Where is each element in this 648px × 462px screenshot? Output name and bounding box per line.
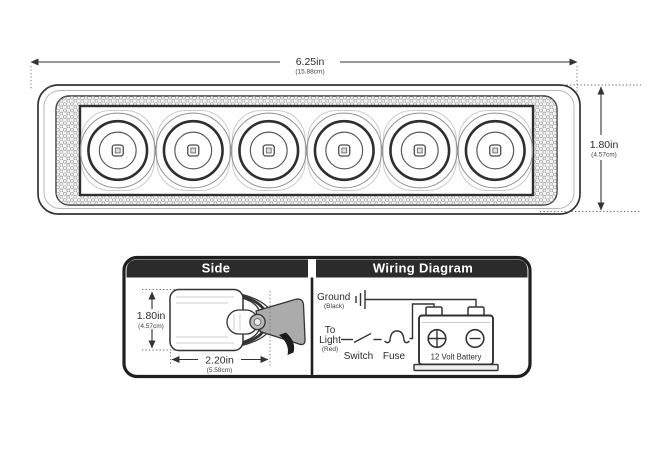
side-panel-title: Side xyxy=(202,261,231,276)
front-width-dimension: 6.25in (15.88cm) xyxy=(30,56,578,94)
ground-label: Ground xyxy=(317,292,350,303)
panel-header-bar xyxy=(126,259,528,278)
front-height-cm: (4.57cm) xyxy=(591,152,617,159)
side-height-in: 1.80in xyxy=(137,310,166,322)
battery-label: 12 Volt Battery xyxy=(431,353,482,362)
switch-icon xyxy=(353,332,372,344)
fuse-label: Fuse xyxy=(383,351,406,362)
wiring-diagram: Ground (Black) To Light (Red) Switch Fus… xyxy=(317,290,499,372)
ground-sub-label: (Black) xyxy=(324,303,344,310)
switch-label: Switch xyxy=(344,351,373,362)
side-view: 1.80in (4.57cm) xyxy=(137,288,306,374)
side-height-cm: (4.57cm) xyxy=(138,323,164,330)
front-height-in: 1.80in xyxy=(590,139,619,151)
front-width-cm: (15.88cm) xyxy=(295,69,324,76)
battery: 12 Volt Battery xyxy=(413,306,499,372)
side-lamp-body xyxy=(169,288,306,355)
to-light-sub-label: (Red) xyxy=(322,346,338,353)
front-view: 6.25in (15.88cm) 1.80in (4.57 xyxy=(30,56,641,215)
minus-terminal-icon xyxy=(465,328,485,349)
to-light-label-2: Light xyxy=(319,335,341,346)
side-width-cm: (5.58cm) xyxy=(207,367,233,374)
mounting-bracket xyxy=(255,298,306,346)
battery-base xyxy=(413,363,499,372)
front-height-dimension: 1.80in (4.57cm) xyxy=(540,84,641,212)
side-width-in: 2.20in xyxy=(205,355,234,367)
plus-terminal-icon xyxy=(427,328,447,349)
bracket-handle xyxy=(279,332,295,355)
front-width-in: 6.25in xyxy=(296,56,325,68)
side-width-dimension: 2.20in (5.58cm) xyxy=(170,291,271,374)
wiring-panel-title: Wiring Diagram xyxy=(373,261,473,276)
to-light-label-1: To xyxy=(325,325,336,336)
side-height-dimension: 1.80in (4.57cm) xyxy=(137,289,177,351)
fuse-icon xyxy=(384,330,410,344)
